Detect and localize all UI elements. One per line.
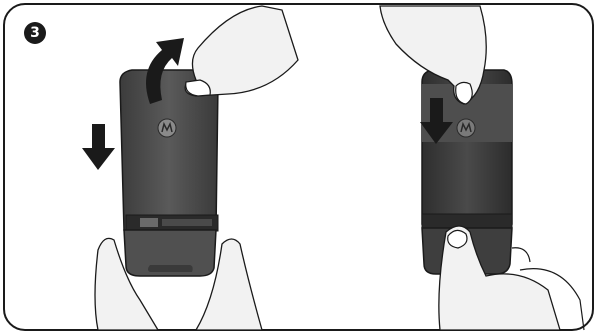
motorola-logo — [158, 119, 176, 137]
arrow-down-icon — [82, 124, 115, 170]
motorola-logo — [457, 119, 475, 137]
step-number-badge: 3 — [24, 22, 46, 44]
left-hand-top — [185, 6, 298, 96]
left-phone — [120, 70, 218, 276]
